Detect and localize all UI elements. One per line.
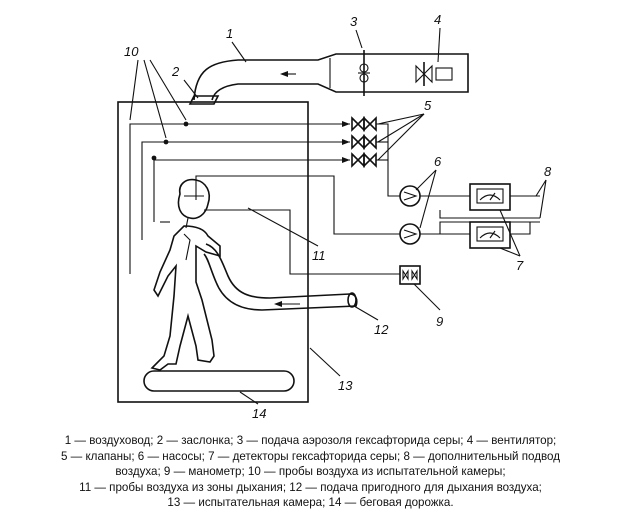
label-9: 9 xyxy=(436,314,443,329)
caption-line-1: 1 — воздуховод; 2 — заслонка; 3 — подача… xyxy=(64,434,557,447)
damper xyxy=(188,95,220,105)
label-1: 1 xyxy=(226,26,233,41)
label-7: 7 xyxy=(516,258,524,273)
caption-line-4: 11 — пробы воздуха из зоны дыхания; 12 —… xyxy=(79,480,542,494)
breathable-air-hose xyxy=(203,243,358,311)
label-4: 4 xyxy=(434,12,441,27)
test-subject-figure xyxy=(150,178,221,371)
treadmill xyxy=(143,370,295,392)
label-8: 8 xyxy=(544,164,552,179)
label-6: 6 xyxy=(434,154,442,169)
figure-caption: 1 — воздуховод; 2 — заслонка; 3 — подача… xyxy=(10,433,611,511)
breathing-zone-sample-lines xyxy=(160,175,400,275)
label-13: 13 xyxy=(338,378,353,393)
label-10: 10 xyxy=(124,44,139,59)
aerosol-injector xyxy=(358,50,370,96)
caption-line-3: воздуха; 9 — манометр; 10 — пробы воздух… xyxy=(115,465,506,479)
chamber-sample-lines xyxy=(129,121,350,274)
caption-line-5: 13 — испытательная камера; 14 — беговая … xyxy=(167,496,454,510)
detectors xyxy=(469,183,511,249)
air-duct xyxy=(193,53,469,101)
additional-air-supply xyxy=(439,195,540,235)
label-2: 2 xyxy=(171,64,180,79)
caption-line-2: 5 — клапаны; 6 — насосы; 7 — детекторы г… xyxy=(61,449,560,463)
manometer xyxy=(399,265,421,285)
pumps xyxy=(399,185,470,245)
test-chamber xyxy=(117,101,309,403)
test-chamber-diagram: 1 2 3 4 5 6 7 8 9 10 11 12 13 14 xyxy=(117,12,552,421)
label-14: 14 xyxy=(252,406,266,421)
valves xyxy=(351,116,400,197)
label-12: 12 xyxy=(374,322,389,337)
leader-lines xyxy=(129,27,547,405)
label-5: 5 xyxy=(424,98,432,113)
label-11: 11 xyxy=(312,248,326,263)
fan xyxy=(415,62,453,86)
label-3: 3 xyxy=(350,14,358,29)
